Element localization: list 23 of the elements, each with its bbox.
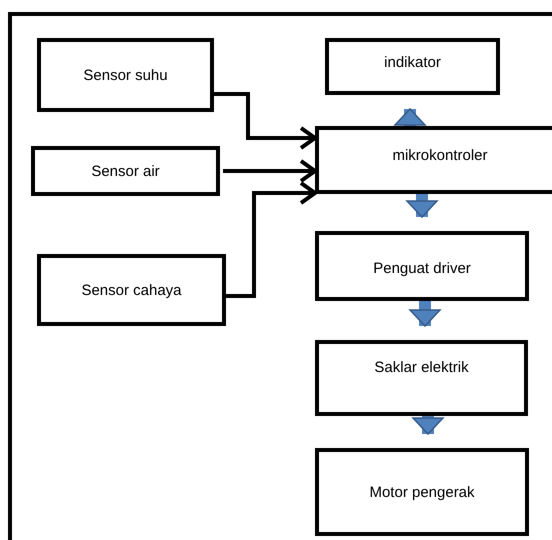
process-box <box>37 38 214 112</box>
process-box <box>315 126 552 194</box>
process-box <box>315 340 528 416</box>
box-label: Penguat driver <box>373 260 471 277</box>
box-label: indikator <box>384 54 441 71</box>
box-label: Motor pengerak <box>369 484 475 500</box>
box-label: Saklar elektrik <box>374 359 469 376</box>
process-box <box>315 448 529 536</box>
block-arrow <box>394 108 426 126</box>
block-arrow <box>406 194 438 218</box>
arrow <box>223 159 317 183</box>
process-box <box>315 231 529 301</box>
arrow <box>214 92 317 150</box>
process-box <box>37 254 226 326</box>
box-label: Sensor air <box>91 162 160 180</box>
block-arrow <box>412 416 444 435</box>
block-arrow <box>409 301 441 327</box>
box-label: Sensor cahaya <box>81 282 182 298</box>
box-label: Sensor suhu <box>83 66 168 84</box>
box-label: mikrokontroler <box>392 147 488 164</box>
arrow <box>226 181 317 298</box>
process-box <box>31 146 220 196</box>
process-box <box>325 38 500 95</box>
